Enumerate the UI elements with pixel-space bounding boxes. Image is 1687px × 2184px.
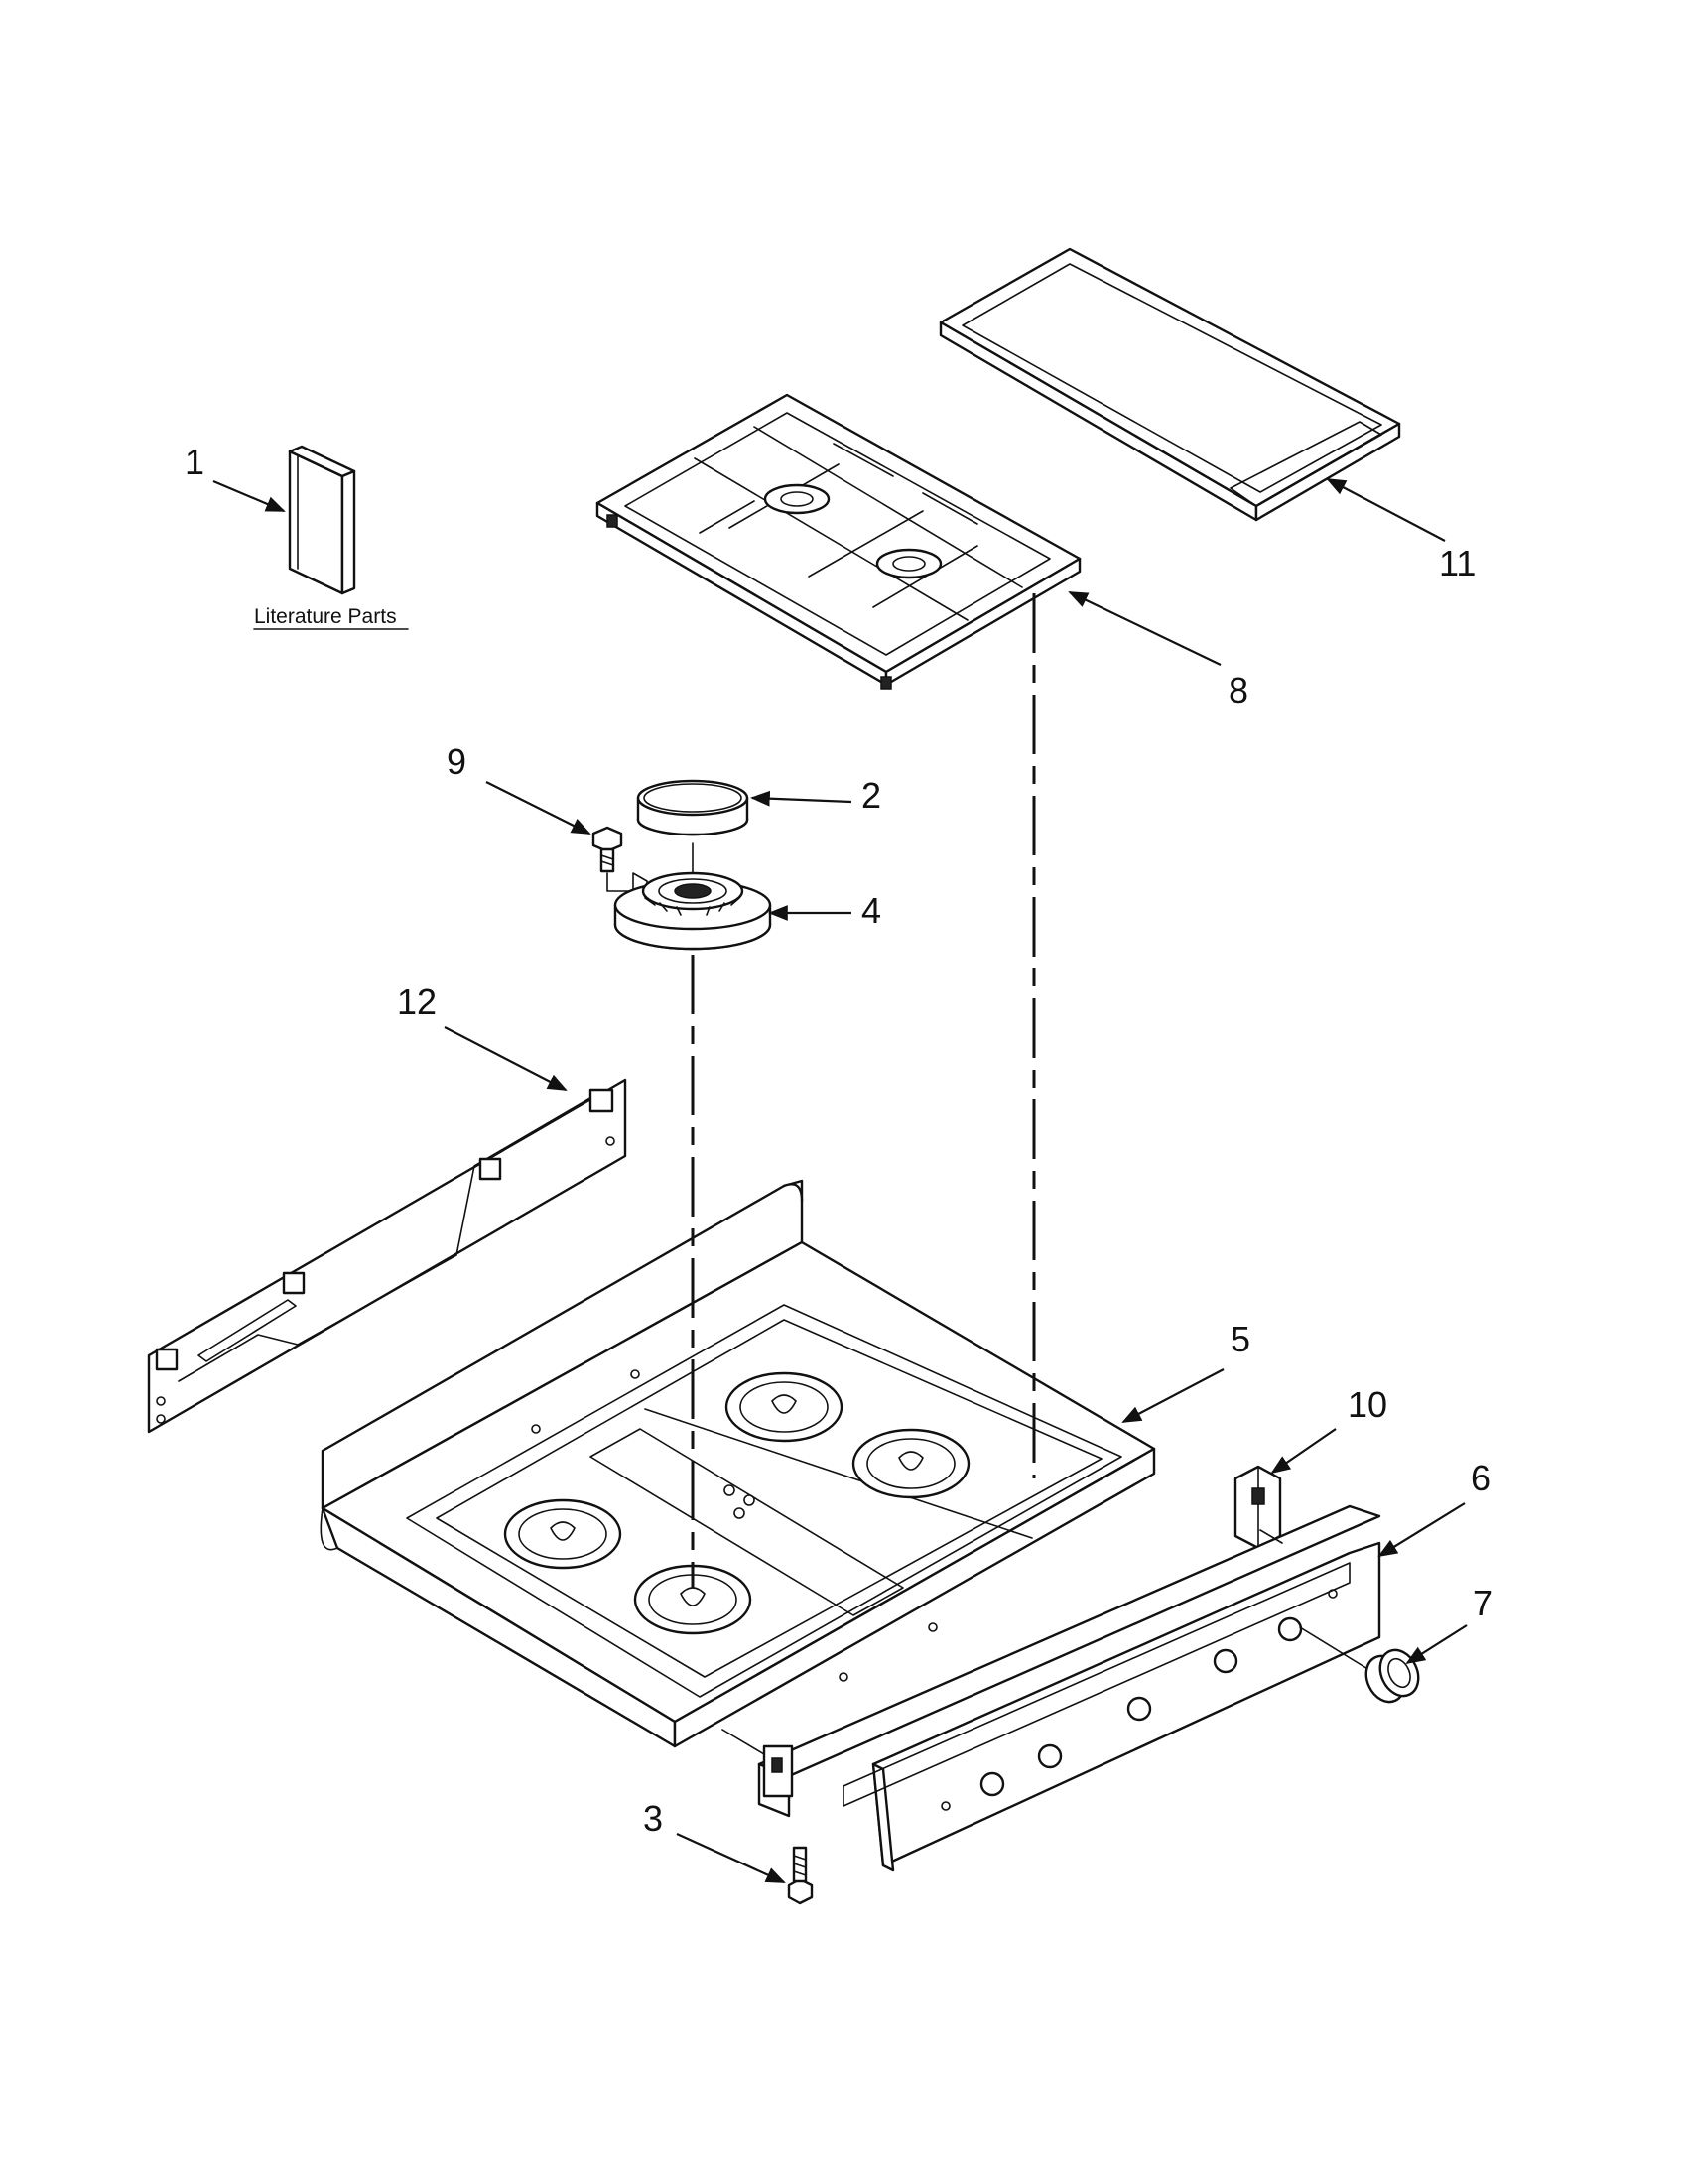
assembly-line-manifold <box>721 1729 765 1755</box>
callout-8: 8 <box>1229 670 1248 710</box>
literature-parts-booklet: Literature Parts <box>253 445 409 630</box>
leader-arrow-8 <box>1068 591 1222 666</box>
callout-4: 4 <box>861 890 881 931</box>
callout-7: 7 <box>1473 1583 1492 1623</box>
griddle <box>939 247 1401 522</box>
leader-arrow-3 <box>676 1832 786 1884</box>
manifold-screw <box>787 1846 814 1905</box>
cooktop <box>320 1179 1156 1748</box>
callout-2: 2 <box>861 775 881 816</box>
leader-arrow-9 <box>485 781 591 835</box>
assembly-line-bracket <box>1259 1529 1283 1544</box>
leader-arrow-1 <box>212 479 286 513</box>
callout-5: 5 <box>1231 1319 1250 1359</box>
callout-1: 1 <box>185 442 204 482</box>
leader-arrow-5 <box>1121 1368 1225 1423</box>
rear-panel <box>147 1078 627 1434</box>
burner-cap <box>636 779 749 836</box>
callout-9: 9 <box>447 741 466 782</box>
manifold-panel <box>757 1504 1381 1872</box>
burner-screw <box>591 826 648 899</box>
leader-arrow-2 <box>750 790 852 807</box>
leader-arrow-10 <box>1270 1428 1337 1475</box>
leader-arrow-11 <box>1326 478 1446 542</box>
literature-label: Literature Parts <box>254 605 397 628</box>
callout-11: 11 <box>1439 543 1476 583</box>
callout-12: 12 <box>397 981 437 1022</box>
callout-6: 6 <box>1471 1458 1491 1498</box>
callout-10: 10 <box>1348 1384 1387 1425</box>
leader-arrow-12 <box>444 1026 568 1091</box>
leader-arrow-6 <box>1377 1502 1466 1558</box>
callout-3: 3 <box>643 1798 663 1839</box>
manifold-bracket <box>1233 1465 1282 1550</box>
burner-base <box>613 842 772 951</box>
burner-grates <box>595 393 1082 690</box>
leader-arrow-7 <box>1405 1624 1468 1665</box>
